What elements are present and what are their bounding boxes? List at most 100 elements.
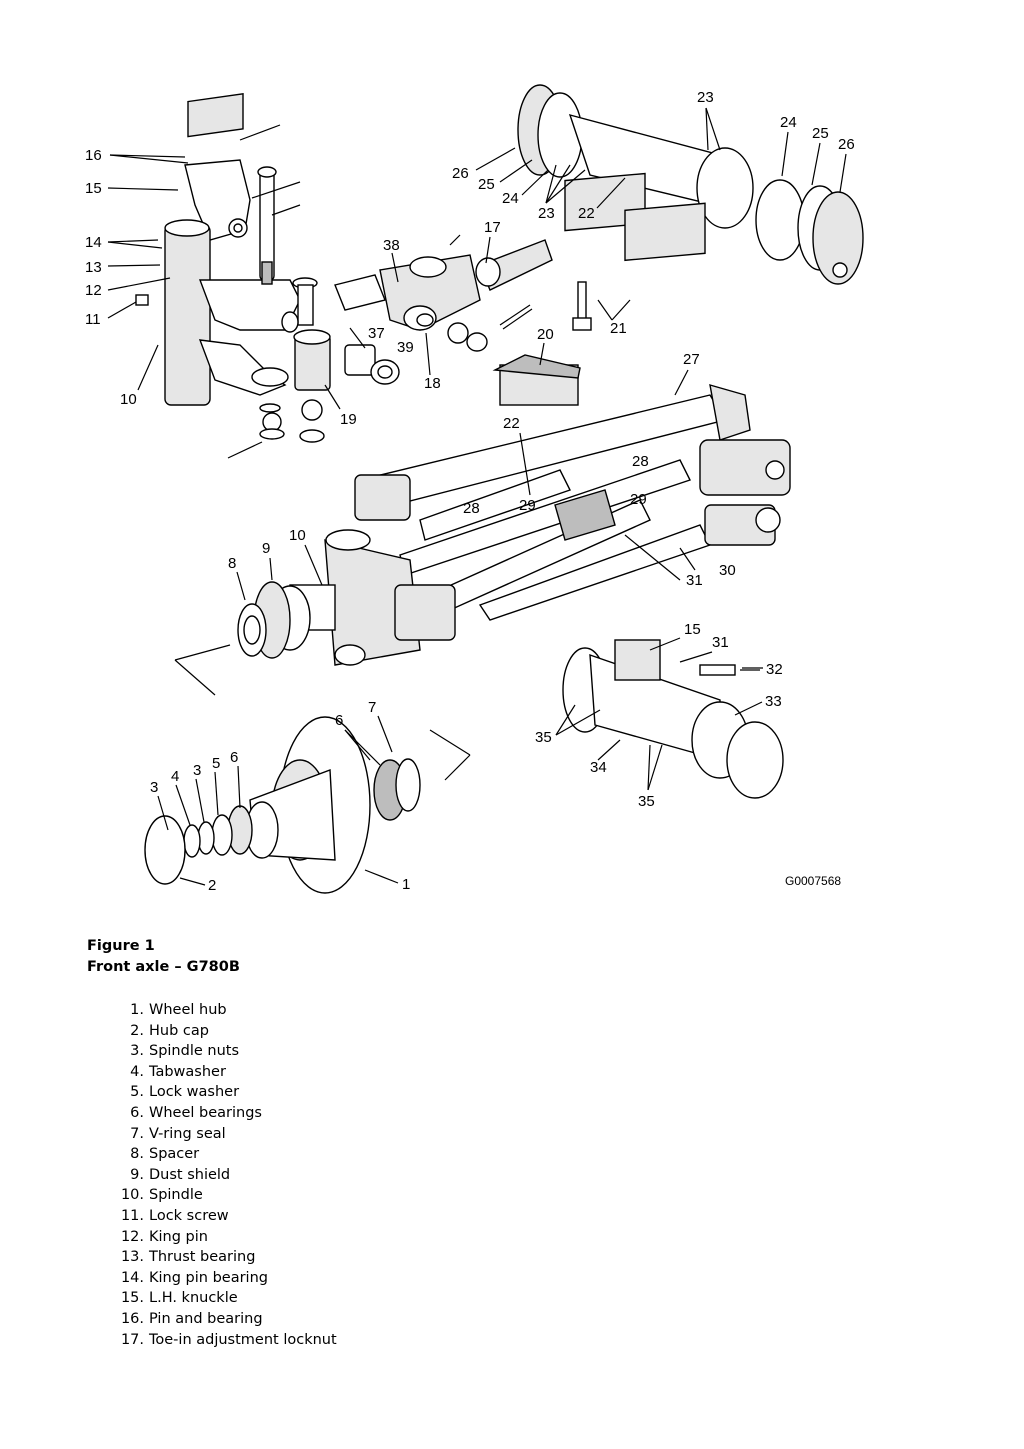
callout-label: 16	[85, 147, 102, 164]
callout-label: 24	[502, 190, 519, 207]
legend-label: Lock screw	[149, 1207, 229, 1224]
legend-item: 11.Lock screw	[87, 1206, 229, 1227]
legend-number: 1.	[130, 1002, 144, 1018]
callout-label: 37	[368, 325, 385, 342]
legend-item: 5. Lock washer	[87, 1082, 239, 1103]
callout-label: 29	[630, 491, 647, 508]
legend-label: Spacer	[149, 1146, 200, 1163]
hub-exploded	[144, 716, 471, 894]
legend-label: Spindle nuts	[149, 1043, 240, 1060]
callout-label: 23	[697, 89, 714, 106]
callout-label: 26	[452, 165, 469, 182]
callout-label: 24	[780, 114, 797, 131]
legend-item: 16. Pin and bearing	[87, 1309, 263, 1330]
callout-label: 23	[538, 205, 555, 222]
figure-caption: Figure 1 Front axle – G780B	[87, 936, 240, 978]
legend-label: Pin and bearing	[149, 1310, 263, 1327]
legend-item: 15. L.H. knuckle	[87, 1288, 238, 1309]
callout-label: 27	[683, 351, 700, 368]
legend-item: 8. Spacer	[87, 1144, 199, 1165]
callout-label: 31	[686, 572, 703, 589]
legend-label: V-ring seal	[149, 1125, 226, 1142]
legend-label: King pin	[149, 1228, 208, 1245]
callout-label: 20	[537, 326, 554, 343]
callout-label: 6	[230, 749, 238, 766]
callout-label: 10	[120, 391, 137, 408]
callout-label: 22	[578, 205, 595, 222]
legend-number: 16.	[120, 1310, 144, 1327]
legend-number: 14.	[120, 1269, 144, 1286]
legend-number: 6.	[130, 1104, 144, 1121]
callout-label: 28	[632, 453, 649, 470]
legend-label: Lock washer	[149, 1084, 240, 1101]
callout-label: 13	[85, 259, 102, 276]
callout-label: 28	[463, 500, 480, 517]
callout-label: 33	[765, 693, 782, 710]
callout-label: 14	[85, 234, 102, 251]
callout-label: 10	[289, 527, 306, 544]
callout-label: 4	[171, 768, 179, 785]
callout-label: 26	[838, 136, 855, 153]
legend-item: 13.Thrust bearing	[87, 1247, 256, 1268]
legend-number: 7.	[130, 1125, 144, 1142]
legend-item: 9. Dust shield	[87, 1165, 230, 1186]
legend-number: 15.	[120, 1290, 144, 1307]
legend-item: 3. Spindle nuts	[87, 1041, 239, 1062]
legend-item: 12.King pin	[87, 1227, 208, 1248]
legend-label: Spindle	[149, 1187, 203, 1204]
callout-label: 35	[535, 729, 552, 746]
legend-item: 2.Hub cap	[87, 1021, 209, 1042]
spindle-pin-parts	[281, 277, 400, 443]
callout-label: 34	[590, 759, 607, 776]
callout-label: 35	[638, 793, 655, 810]
callout-label: 32	[766, 661, 783, 678]
callout-label: 8	[228, 555, 236, 572]
callout-label: 1	[402, 876, 410, 893]
callout-label: 15	[85, 180, 102, 197]
legend-number: 5.	[130, 1084, 144, 1101]
callout-label: 22	[503, 415, 520, 432]
legend-label: Thrust bearing	[149, 1249, 256, 1266]
legend-item: 7. V-ring seal	[87, 1124, 226, 1145]
callout-label: 17	[484, 219, 501, 236]
legend-label: Wheel bearings	[149, 1104, 262, 1121]
callout-label: 29	[519, 497, 536, 514]
legend-label: Hub cap	[149, 1022, 209, 1039]
pivot-pin-detail	[562, 639, 784, 799]
callout-label: 3	[193, 762, 201, 779]
legend-item: 14.King pin bearing	[87, 1268, 268, 1289]
legend-number: 3.	[130, 1043, 144, 1060]
legend-number: 17.	[120, 1331, 144, 1348]
legend-number: 4.	[130, 1063, 144, 1080]
callout-label: 25	[812, 125, 829, 142]
knuckle-assembly	[135, 93, 301, 459]
callout-label: 19	[340, 411, 357, 428]
legend-item: 1. Wheel hub	[87, 1000, 226, 1021]
legend-label: Dust shield	[149, 1166, 231, 1183]
legend-number: 8.	[130, 1146, 144, 1163]
callout-label: 12	[85, 282, 102, 299]
legend-label: L.H. knuckle	[149, 1290, 238, 1307]
leader-lines	[107, 107, 847, 886]
callout-label: 39	[397, 339, 414, 356]
callout-label: 31	[712, 634, 729, 651]
callout-label: 11	[85, 311, 101, 328]
figure-title: Figure 1	[87, 938, 155, 954]
legend-item: 4. Tabwasher	[87, 1062, 226, 1083]
callout-labels: 16 15 14 13 12 11 10 38 17 37 39 18 19 2…	[85, 89, 855, 894]
callout-label: 9	[262, 540, 270, 557]
legend-label: Wheel hub	[149, 1002, 227, 1018]
legend-number: 9.	[130, 1166, 144, 1183]
callout-label: 2	[208, 877, 216, 894]
legend-item: 10.Spindle	[87, 1185, 203, 1206]
figure-image-id: G0007568	[785, 874, 841, 888]
callout-label: 6	[335, 712, 343, 729]
legend-label: Tabwasher	[149, 1063, 226, 1080]
callout-label: 21	[610, 320, 627, 337]
callout-label: 25	[478, 176, 495, 193]
callout-label: 30	[719, 562, 736, 579]
legend-label: Toe-in adjustment locknut	[149, 1331, 337, 1348]
legend-item: 17. Toe-in adjustment locknut	[87, 1330, 337, 1351]
axle-main-assembly	[174, 384, 791, 696]
